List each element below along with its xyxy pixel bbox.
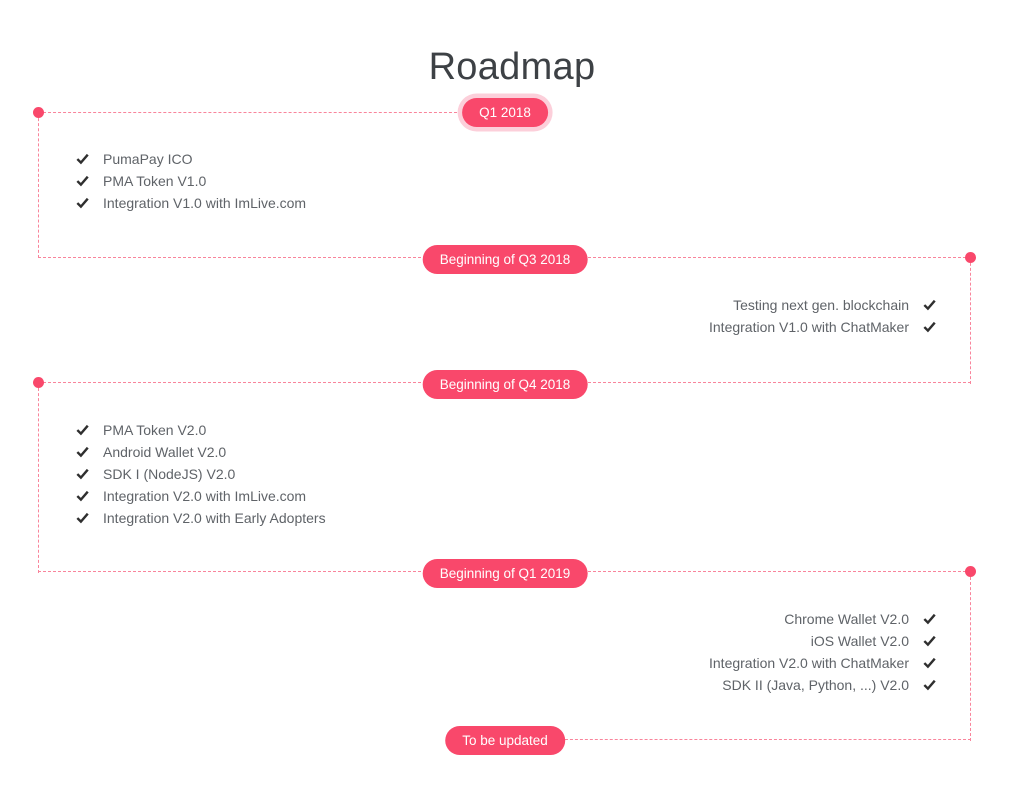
list-item-label: Android Wallet V2.0	[103, 443, 227, 460]
list-item-label: iOS Wallet V2.0	[810, 632, 909, 649]
list-item-label: SDK I (NodeJS) V2.0	[103, 465, 236, 482]
milestone-badge-q3-2018: Beginning of Q3 2018	[422, 245, 588, 274]
milestone-badge-q4-2018: Beginning of Q4 2018	[422, 370, 588, 399]
list-item: PMA Token V1.0	[75, 172, 306, 189]
list-item: SDK II (Java, Python, ...) V2.0	[722, 676, 937, 693]
check-icon	[76, 175, 89, 187]
timeline-connector-line	[38, 113, 39, 258]
check-icon	[76, 424, 89, 436]
check-icon	[76, 468, 89, 480]
check-icon	[923, 321, 936, 333]
timeline-connector-line	[43, 112, 462, 113]
milestone-badge-q1-2019: Beginning of Q1 2019	[422, 559, 588, 588]
check-icon	[923, 613, 936, 625]
list-item-label: Integration V1.0 with ImLive.com	[103, 194, 307, 211]
list-item-label: PMA Token V1.0	[103, 172, 207, 189]
milestone-badge-to-be-updated: To be updated	[445, 726, 565, 755]
list-item: PumaPay ICO	[75, 150, 306, 167]
page-title: Roadmap	[428, 46, 596, 89]
list-item: Android Wallet V2.0	[75, 443, 326, 460]
list-item-label: PMA Token V2.0	[103, 421, 207, 438]
check-icon	[76, 197, 89, 209]
timeline-node-dot	[33, 107, 44, 118]
list-item: Chrome Wallet V2.0	[784, 610, 937, 627]
check-icon	[923, 299, 936, 311]
list-item: Integration V1.0 with ImLive.com	[75, 194, 307, 211]
check-icon	[76, 446, 89, 458]
check-icon	[923, 657, 936, 669]
list-item-label: PumaPay ICO	[103, 150, 193, 167]
milestone-items-q1-2018: PumaPay ICO PMA Token V1.0 Integration V…	[75, 150, 307, 211]
list-item: SDK I (NodeJS) V2.0	[75, 465, 326, 482]
list-item: Integration V1.0 with ChatMaker	[709, 318, 937, 335]
milestone-items-q3-2018: Testing next gen. blockchain Integration…	[709, 296, 937, 335]
milestone-items-q1-2019: Chrome Wallet V2.0 iOS Wallet V2.0 Integ…	[709, 610, 937, 693]
timeline-node-dot	[965, 566, 976, 577]
check-icon	[923, 679, 936, 691]
check-icon	[76, 153, 89, 165]
list-item-label: Integration V1.0 with ChatMaker	[709, 318, 909, 335]
milestone-badge-q1-2018: Q1 2018	[462, 98, 548, 127]
list-item: Integration V2.0 with ChatMaker	[709, 654, 937, 671]
check-icon	[76, 512, 89, 524]
list-item-label: Testing next gen. blockchain	[733, 296, 909, 313]
list-item-label: Integration V2.0 with ChatMaker	[709, 654, 909, 671]
timeline-node-dot	[965, 252, 976, 263]
list-item: Testing next gen. blockchain	[733, 296, 937, 313]
list-item-label: Integration V2.0 with Early Adopters	[103, 509, 326, 526]
list-item-label: Integration V2.0 with ImLive.com	[103, 487, 307, 504]
timeline-connector-line	[970, 572, 971, 741]
list-item-label: Chrome Wallet V2.0	[784, 610, 909, 627]
check-icon	[76, 490, 89, 502]
list-item: PMA Token V2.0	[75, 421, 326, 438]
timeline-connector-line	[560, 739, 971, 740]
check-icon	[923, 635, 936, 647]
list-item: iOS Wallet V2.0	[810, 632, 937, 649]
timeline-connector-line	[38, 383, 39, 573]
list-item: Integration V2.0 with Early Adopters	[75, 509, 326, 526]
timeline-node-dot	[33, 377, 44, 388]
timeline-connector-line	[970, 258, 971, 384]
list-item: Integration V2.0 with ImLive.com	[75, 487, 326, 504]
milestone-items-q4-2018: PMA Token V2.0 Android Wallet V2.0 SDK I…	[75, 421, 326, 526]
list-item-label: SDK II (Java, Python, ...) V2.0	[722, 676, 909, 693]
